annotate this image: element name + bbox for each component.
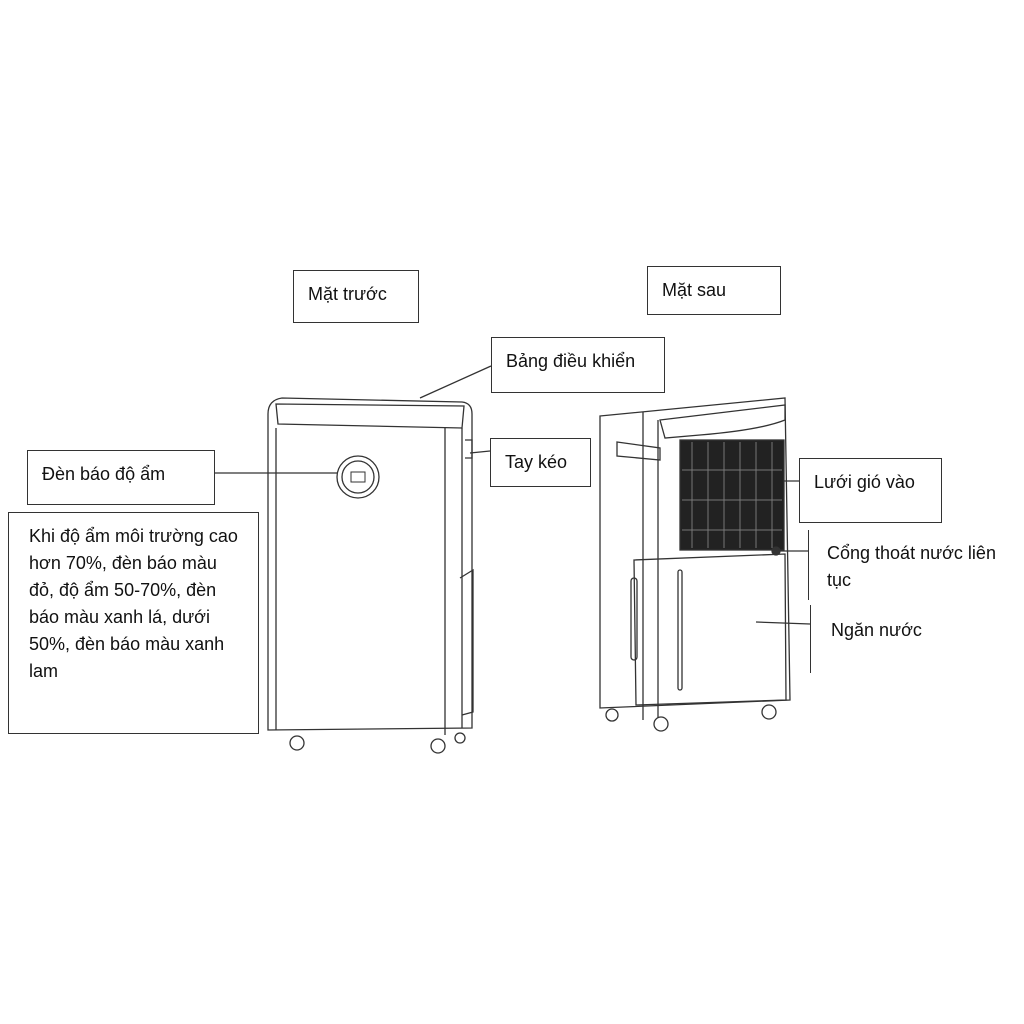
front-unit-drawing bbox=[267, 397, 474, 754]
back-view-label: Mặt sau bbox=[647, 266, 781, 315]
continuous-drain-label: Cổng thoát nước liên tục bbox=[808, 530, 998, 600]
humidity-indicator-label: Đèn báo độ ẩm bbox=[27, 450, 215, 505]
air-inlet-grille-label: Lưới gió vào bbox=[799, 458, 942, 523]
back-unit-drawing bbox=[599, 397, 791, 732]
handle-label: Tay kéo bbox=[490, 438, 591, 487]
front-view-label: Mặt trước bbox=[293, 270, 419, 323]
water-tank-label: Ngăn nước bbox=[810, 605, 1000, 673]
humidity-note: Khi độ ẩm môi trường cao hơn 70%, đèn bá… bbox=[8, 512, 259, 734]
control-panel-label: Bảng điều khiển bbox=[491, 337, 665, 393]
